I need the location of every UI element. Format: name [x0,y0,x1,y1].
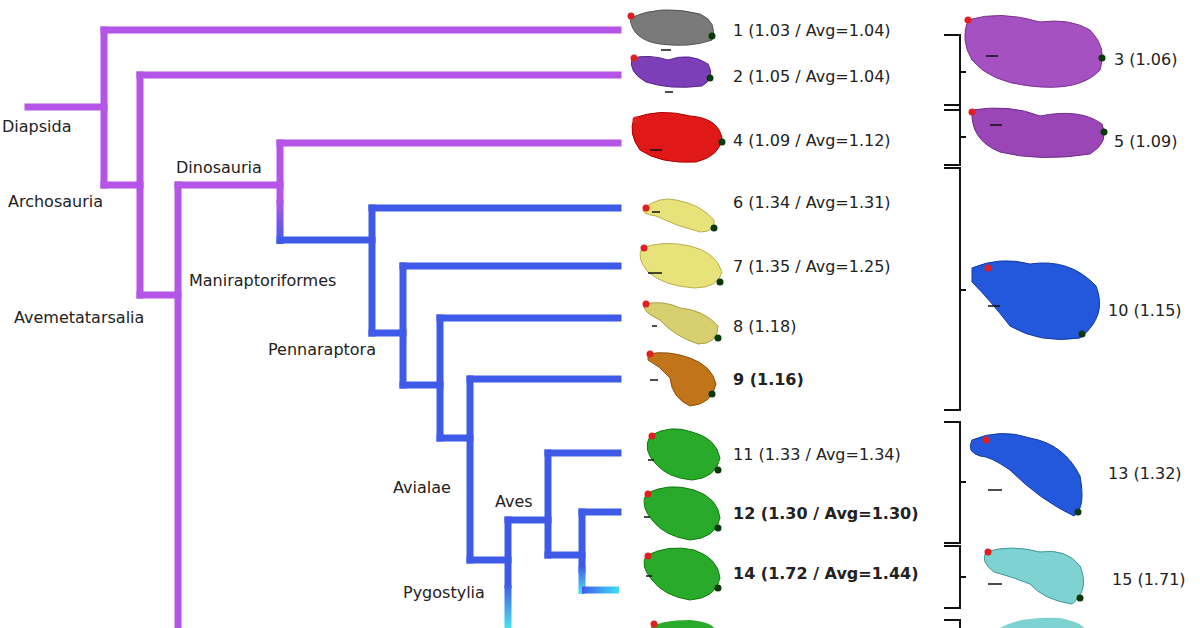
endocast-illustrations [628,10,1108,628]
specimen-label: 15 (1.71) [1112,570,1186,590]
clade-label: Avialae [393,478,451,498]
specimen-label: 10 (1.15) [1108,301,1182,321]
specimen-label: 13 (1.32) [1108,464,1182,484]
tree-branches [280,208,618,585]
specimen-label: 9 (1.16) [733,370,804,390]
clade-label: Pennaraptora [268,340,376,360]
specimen-label: 11 (1.33 / Avg=1.34) [733,445,901,465]
tree-branches [28,30,618,628]
specimen-label: 12 (1.30 / Avg=1.30) [733,504,919,524]
clade-label: Pygostylia [403,583,485,603]
bracket [944,35,960,628]
clade-label: Dinosauria [176,158,262,178]
clade-label: Archosauria [8,192,103,212]
specimen-label: 5 (1.09) [1114,132,1177,152]
clade-label: Maniraptoriformes [189,271,336,291]
specimen-label: 2 (1.05 / Avg=1.04) [733,67,891,87]
specimen-label: 8 (1.18) [733,317,796,337]
specimen-label: 6 (1.34 / Avg=1.31) [733,193,891,213]
specimen-label: 7 (1.35 / Avg=1.25) [733,257,891,277]
specimen-label: 4 (1.09 / Avg=1.12) [733,131,891,151]
clade-label: Avemetatarsalia [14,308,144,328]
specimen-label: 1 (1.03 / Avg=1.04) [733,21,891,41]
specimen-label: 3 (1.06) [1114,50,1177,70]
clade-label: Aves [495,492,533,512]
specimen-label: 14 (1.72 / Avg=1.44) [733,564,919,584]
clade-label: Diapsida [2,117,71,137]
